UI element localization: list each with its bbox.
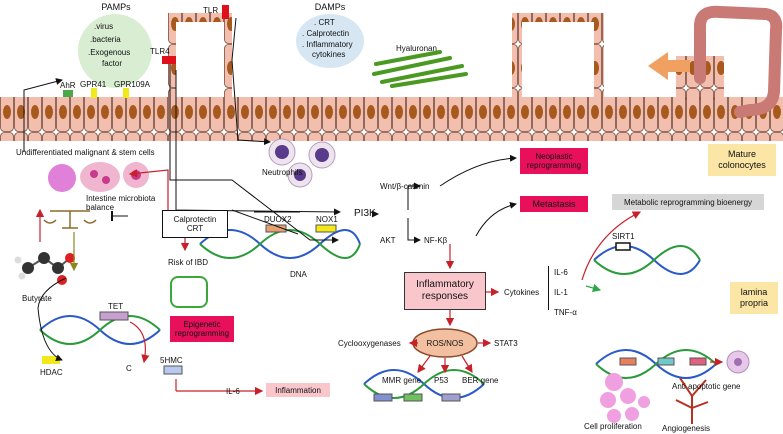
neoplastic-line1: Neoplastic [535, 152, 573, 161]
ahr-receptor [63, 90, 73, 97]
tnf-label: TNF-α [554, 308, 577, 317]
damps-item-cytokines: cytokines [312, 50, 346, 59]
inflammatory-responses-box: Inflammatory responses [404, 272, 486, 310]
tlr4-receptor [162, 56, 176, 64]
nox1-gene-box [315, 224, 337, 233]
intestine-icon [170, 276, 208, 308]
neutrophils-label: Neutrophils [262, 168, 303, 177]
pamps-item-bacteria: .bacteria [90, 35, 121, 44]
sirt1-label: SIRT1 [612, 232, 635, 241]
epigenetic-line1: Epigenetic [183, 320, 221, 329]
orange-arrow-icon [648, 52, 690, 80]
gpr109a-receptor [123, 88, 129, 98]
pamps-title: PAMPs [101, 2, 131, 12]
damps-item-calprotectin: . Calprotectin [302, 29, 350, 38]
hdac-gene-box [42, 356, 60, 364]
c-label: C [126, 364, 132, 373]
microbiota-label-line1: Intestine microbiota [86, 194, 156, 203]
risk-ibd-label: Risk of IBD [168, 258, 209, 267]
colon-icon [694, 5, 783, 118]
calprotectin-crt-box: Calprotectin CRT [162, 210, 228, 238]
duox2-gene-box [265, 224, 287, 233]
gpr41-receptor [91, 88, 97, 98]
nfkb-label: NF-Kβ [424, 236, 448, 245]
apoptotic-cell-icon [726, 350, 750, 374]
5hmc-gene-box [163, 365, 183, 375]
il1-label: IL-1 [554, 288, 568, 297]
tet-gene-box [99, 311, 129, 321]
cell-proliferation-label: Cell proliferation [584, 422, 642, 431]
undifferentiated-cells-label: Undifferentiated malignant & stem cells [16, 148, 155, 157]
stat3-label: STAT3 [494, 339, 518, 348]
damps-bubble: . CRT . Calprotectin . Inflammatory cyto… [296, 14, 364, 68]
tlr-receptor [222, 5, 229, 19]
inflammation-box: Inflammation [266, 383, 330, 397]
pamps-item-factor: factor [102, 59, 123, 68]
lamina-line1: lamina [740, 287, 768, 297]
damps-item-inflammatory: . Inflammatory [302, 40, 353, 49]
hyaluronan-fibers [372, 50, 468, 88]
mature-colonocytes-line1: Mature [727, 149, 756, 159]
inflammatory-line2: responses [421, 291, 469, 302]
epigenetic-reprogramming-box: Epigenetic reprogramming [170, 316, 234, 342]
cytokines-bracket [548, 266, 553, 310]
dna-label: DNA [290, 270, 307, 279]
5hmc-label: 5HMC [160, 356, 183, 365]
pamps-bubble: .virus .bacteria .Exogenous factor [78, 14, 152, 88]
lamina-line2: propria [739, 298, 768, 308]
cell-proliferation-icon [600, 373, 650, 423]
dna-helix-right [593, 245, 701, 275]
hyaluronan-label: Hyaluronan [396, 44, 437, 53]
gpr109a-label: GPR109A [114, 80, 151, 89]
ahr-label: AhR [60, 81, 76, 90]
mature-colonocytes-line2: colonocytes [718, 160, 766, 170]
balance-scale-icon [43, 210, 97, 229]
pi3k-label: PI3K [354, 208, 376, 219]
cytokines-label: Cytokines [504, 288, 540, 297]
dna-helix-left [39, 315, 161, 345]
mature-colonocytes-box: Mature colonocytes [708, 144, 776, 176]
crt-label: CRT [186, 224, 204, 233]
butyrate-molecule-icon [14, 252, 75, 285]
il6-label: IL-6 [554, 268, 568, 277]
il6-left-label: IL-6 [226, 387, 240, 396]
pamps-item-virus: .virus [94, 22, 114, 31]
nox1-label: NOX1 [316, 215, 338, 224]
butyrate-label: Butyrate [22, 294, 52, 303]
tet-label: TET [108, 302, 124, 311]
neoplastic-reprogramming-box: Neoplastic reprogramming [520, 148, 588, 174]
hdac-label: HDAC [40, 368, 63, 377]
duox2-label: DUOX2 [264, 215, 292, 224]
damps-item-crt: . CRT [314, 18, 335, 27]
pamps-item-exogenous: .Exogenous [88, 48, 131, 57]
angiogenesis-icon [675, 377, 709, 424]
calprotectin-label: Calprotectin [173, 215, 217, 224]
gpr41-label: GPR41 [80, 80, 107, 89]
epithelium-cell-layer [0, 13, 783, 141]
anti-apoptotic-label: Anti apoptotic gene [672, 382, 741, 391]
mmr-gene-label: MMR gene [382, 376, 422, 385]
angiogenesis-label: Angiogenesis [662, 424, 711, 433]
microbiota-label-line2: balance [86, 203, 115, 212]
epigenetic-line2: reprogramming [174, 329, 230, 338]
wnt-label: Wnt/β-catenin [380, 182, 430, 191]
neutrophil-cells [268, 138, 336, 188]
damps-title: DAMPs [314, 2, 346, 12]
akt-label: AKT [380, 236, 396, 245]
tlr4-label: TLR4 [150, 47, 170, 56]
tlr-label: TLR [203, 6, 219, 15]
p53-label: P53 [434, 376, 449, 385]
inflammatory-line1: Inflammatory [416, 279, 474, 290]
sirt1-gene-box [615, 242, 631, 251]
stem-cell-cluster [48, 162, 149, 192]
neoplastic-line2: reprogramming [526, 161, 582, 170]
metabolic-reprogramming-box: Metabolic reprogramming bioenergy [612, 194, 764, 210]
cyclooxygenases-label: Cyclooxygenases [338, 339, 401, 348]
ber-gene-label: BER gene [462, 376, 499, 385]
metastasis-box: Metastasis [520, 196, 588, 212]
ros-nos-label: ROS/NOS [426, 338, 464, 348]
lamina-propria-box: lamina propria [730, 282, 778, 314]
